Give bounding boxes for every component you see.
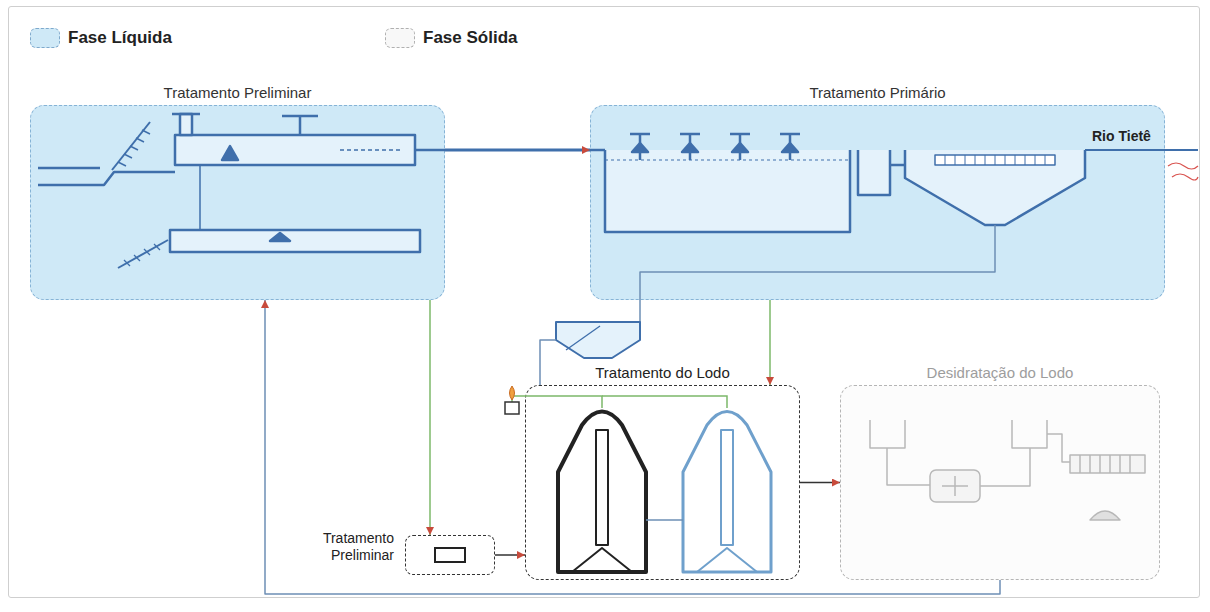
dewatering-equipment — [942, 476, 968, 496]
preliminary-equipment — [340, 149, 400, 151]
legend-swatch — [30, 28, 60, 48]
preliminary-equipment — [282, 116, 318, 135]
secondary-equipment — [630, 134, 650, 160]
pretreatment-unit — [435, 548, 465, 562]
secondary-equipment — [632, 143, 648, 152]
gas-line — [602, 396, 727, 408]
dewatering-equipment — [1090, 511, 1120, 520]
secondary-equipment — [905, 150, 1085, 225]
dewatering-equipment — [1012, 448, 1030, 486]
gas-flare — [505, 402, 519, 414]
river-waves — [1168, 163, 1198, 180]
dewatering-equipment — [1012, 420, 1047, 448]
stage-heading: Tratamento do Lodo — [526, 364, 799, 382]
digester-link — [646, 519, 683, 521]
thickener — [540, 340, 556, 385]
preliminary-equipment — [112, 122, 150, 170]
river-waves — [1168, 163, 1198, 180]
pipe-connector — [445, 149, 590, 152]
legend-text: Fase Líquida — [68, 28, 172, 48]
secondary-equipment — [945, 155, 1045, 165]
preliminary-equipment — [118, 240, 168, 268]
thickener — [540, 300, 640, 385]
preliminary-equipment — [38, 172, 175, 185]
river-label: Rio Tietê — [1090, 128, 1153, 144]
thickener — [639, 300, 641, 322]
preliminary-equipment — [199, 165, 201, 230]
thickener — [556, 322, 640, 358]
secondary-equipment — [605, 150, 850, 232]
dewatering-equipment — [1047, 434, 1070, 462]
secondary-equipment — [730, 134, 750, 160]
preliminary-equipment — [38, 167, 100, 170]
secondary-equipment — [640, 225, 995, 300]
preliminary-equipment — [175, 135, 415, 165]
pipe-connector — [495, 554, 525, 556]
digester — [683, 412, 771, 573]
preliminary-equipment — [124, 244, 160, 266]
digester — [572, 548, 632, 572]
digester — [596, 430, 608, 545]
thickener — [566, 326, 600, 350]
preliminary-equipment — [180, 114, 192, 135]
gas-line — [512, 396, 727, 408]
digester — [683, 412, 771, 573]
preliminary-equipment — [38, 114, 445, 268]
legend-swatch — [385, 28, 415, 48]
preliminary-equipment — [118, 130, 150, 166]
gas-line — [512, 396, 602, 408]
process-area: Desidratação do Lodo — [840, 385, 1160, 580]
secondary-equipment — [782, 143, 798, 152]
digester — [558, 412, 646, 573]
dewatering-equipment — [870, 420, 905, 448]
secondary-equipment — [682, 143, 698, 152]
stage-heading: Desidratação do Lodo — [841, 364, 1159, 382]
digester — [721, 430, 733, 545]
dewatering-equipment — [1070, 455, 1145, 473]
stage-heading: Tratamento Primário — [591, 84, 1164, 102]
gas-flare — [505, 386, 519, 414]
pipe-connector — [769, 300, 771, 385]
digester-link — [646, 519, 683, 521]
legend-entry: Fase Líquida — [30, 26, 172, 50]
legend-text: Fase Sólida — [423, 28, 517, 48]
digester — [697, 548, 757, 572]
secondary-equipment — [605, 160, 850, 161]
dewatering-equipment — [930, 470, 980, 502]
gas-flare — [510, 386, 515, 400]
pipe-connector — [800, 482, 840, 484]
secondary-equipment — [780, 134, 800, 160]
legend-entry: Fase Sólida — [385, 26, 517, 50]
dewatering-equipment — [1080, 455, 1130, 473]
secondary-equipment — [732, 143, 748, 152]
secondary-equipment — [1085, 149, 1198, 151]
preliminary-equipment — [415, 149, 445, 152]
digester — [558, 412, 646, 573]
pretreatment-unit — [435, 548, 465, 562]
dewatering-equipment — [870, 420, 1145, 520]
dewatering-equipment — [887, 448, 930, 485]
preliminary-equipment — [270, 233, 290, 241]
secondary-equipment — [590, 134, 1198, 300]
pipe-connector — [429, 300, 431, 535]
stage-heading: Tratamento Preliminar — [302, 530, 394, 564]
secondary-equipment — [680, 134, 700, 160]
secondary-equipment — [630, 134, 650, 160]
secondary-equipment — [590, 149, 605, 152]
secondary-equipment — [858, 150, 890, 195]
preliminary-equipment — [172, 113, 200, 116]
stage-heading: Tratamento Preliminar — [31, 84, 444, 102]
secondary-equipment — [780, 134, 800, 160]
secondary-equipment — [890, 164, 905, 167]
preliminary-equipment — [170, 230, 420, 252]
secondary-equipment — [935, 155, 1055, 165]
secondary-equipment — [680, 134, 700, 160]
label-holder: Rio Tietê — [1090, 127, 1153, 145]
secondary-equipment — [730, 134, 750, 160]
dewatering-equipment — [980, 485, 1012, 487]
preliminary-equipment — [222, 146, 238, 160]
